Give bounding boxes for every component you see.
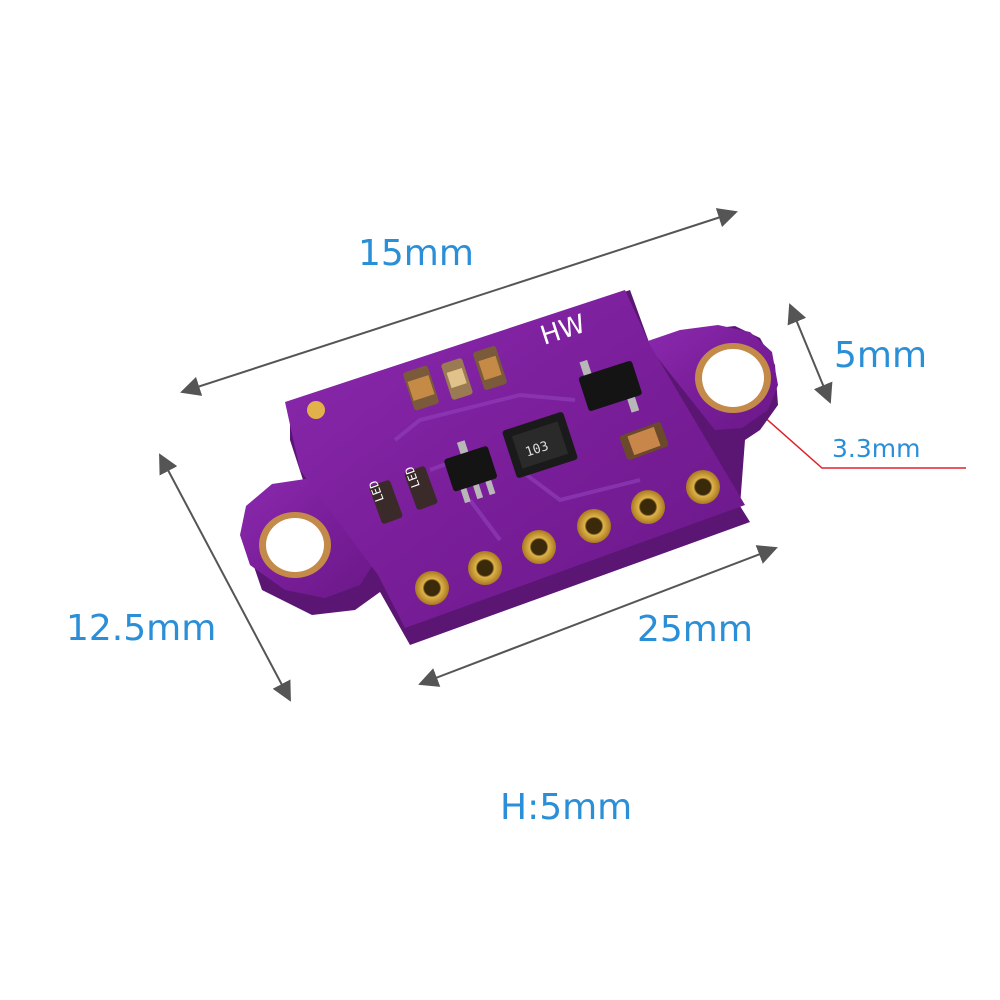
dimension-label-ear-height: 5mm	[834, 335, 928, 376]
dimension-arrow-bottom	[418, 545, 778, 687]
sensor-board: LED LED HW 103	[240, 290, 778, 645]
sot-transistor-left	[444, 440, 497, 504]
fiducial-dot	[307, 401, 325, 419]
chip-marking: 103	[524, 439, 551, 461]
pin-header-pads	[415, 470, 720, 605]
pin-pad-2	[468, 551, 502, 585]
sot-transistor-right	[578, 359, 642, 413]
right-hole-opening	[702, 349, 764, 407]
pin-pad-5	[631, 490, 665, 524]
left-hole-opening	[266, 518, 324, 572]
dimension-label-total-length: 25mm	[637, 609, 753, 650]
pin-pad-6	[686, 470, 720, 504]
dimension-label-hole-diameter: 3.3mm	[832, 434, 921, 463]
dimension-arrow-ear	[787, 303, 833, 404]
pin-pad-3	[522, 530, 556, 564]
tof-sensor-chip: 103	[502, 412, 578, 478]
smd-components	[369, 346, 669, 524]
pin-pad-1	[415, 571, 449, 605]
pin-pad-4	[577, 509, 611, 543]
dimension-label-height: H:5mm	[500, 787, 633, 828]
dimension-arrow-top	[180, 208, 738, 396]
dimension-arrow-left	[159, 453, 291, 702]
led-marking-2: LED	[402, 465, 423, 490]
dimension-label-top-width: 15mm	[358, 233, 474, 274]
dimension-label-left-side: 12.5mm	[66, 608, 217, 649]
led-marking-1: LED	[366, 479, 387, 504]
